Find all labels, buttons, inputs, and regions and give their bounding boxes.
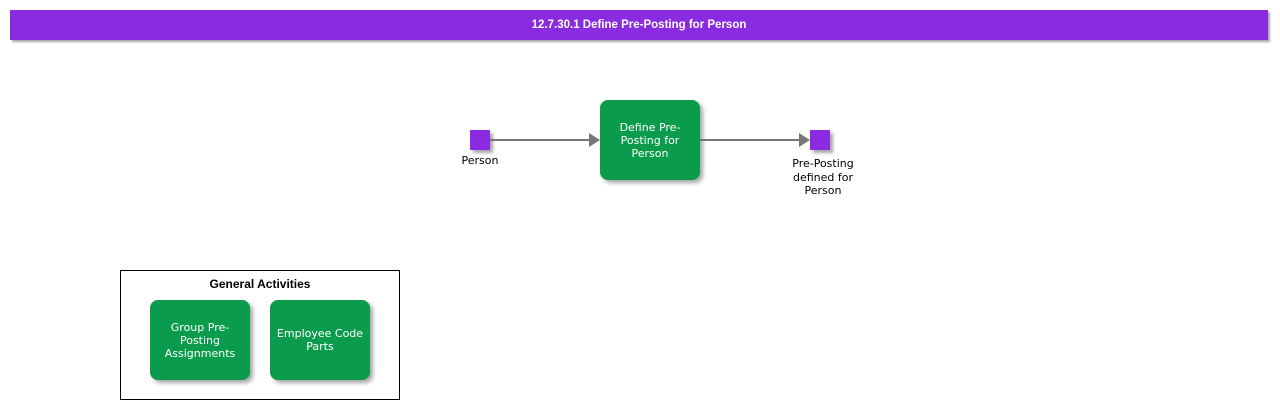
arrow-line bbox=[490, 139, 591, 141]
arrow-line bbox=[700, 139, 801, 141]
flow-arrow-start-to-activity bbox=[490, 133, 600, 147]
general-activities-title: General Activities bbox=[209, 277, 311, 291]
flow-arrow-activity-to-end bbox=[700, 133, 810, 147]
activity-group-pre-posting-assignments[interactable]: Group Pre- Posting Assignments bbox=[150, 300, 250, 380]
start-event-square[interactable] bbox=[470, 130, 490, 150]
activity-employee-code-parts[interactable]: Employee Code Parts bbox=[270, 300, 370, 380]
start-event-label: Person bbox=[461, 154, 499, 167]
arrowhead-icon bbox=[799, 133, 810, 147]
diagram-title-bar: 12.7.30.1 Define Pre-Posting for Person bbox=[10, 10, 1268, 40]
end-event-label: Pre-Posting defined for Person bbox=[792, 157, 854, 197]
arrowhead-icon bbox=[589, 133, 600, 147]
activity-define-pre-posting-for-person[interactable]: Define Pre- Posting for Person bbox=[600, 100, 700, 180]
end-event-square[interactable] bbox=[810, 130, 830, 150]
diagram-title: 12.7.30.1 Define Pre-Posting for Person bbox=[531, 19, 747, 31]
general-activities-group: General Activities Group Pre- Posting As… bbox=[120, 270, 400, 400]
